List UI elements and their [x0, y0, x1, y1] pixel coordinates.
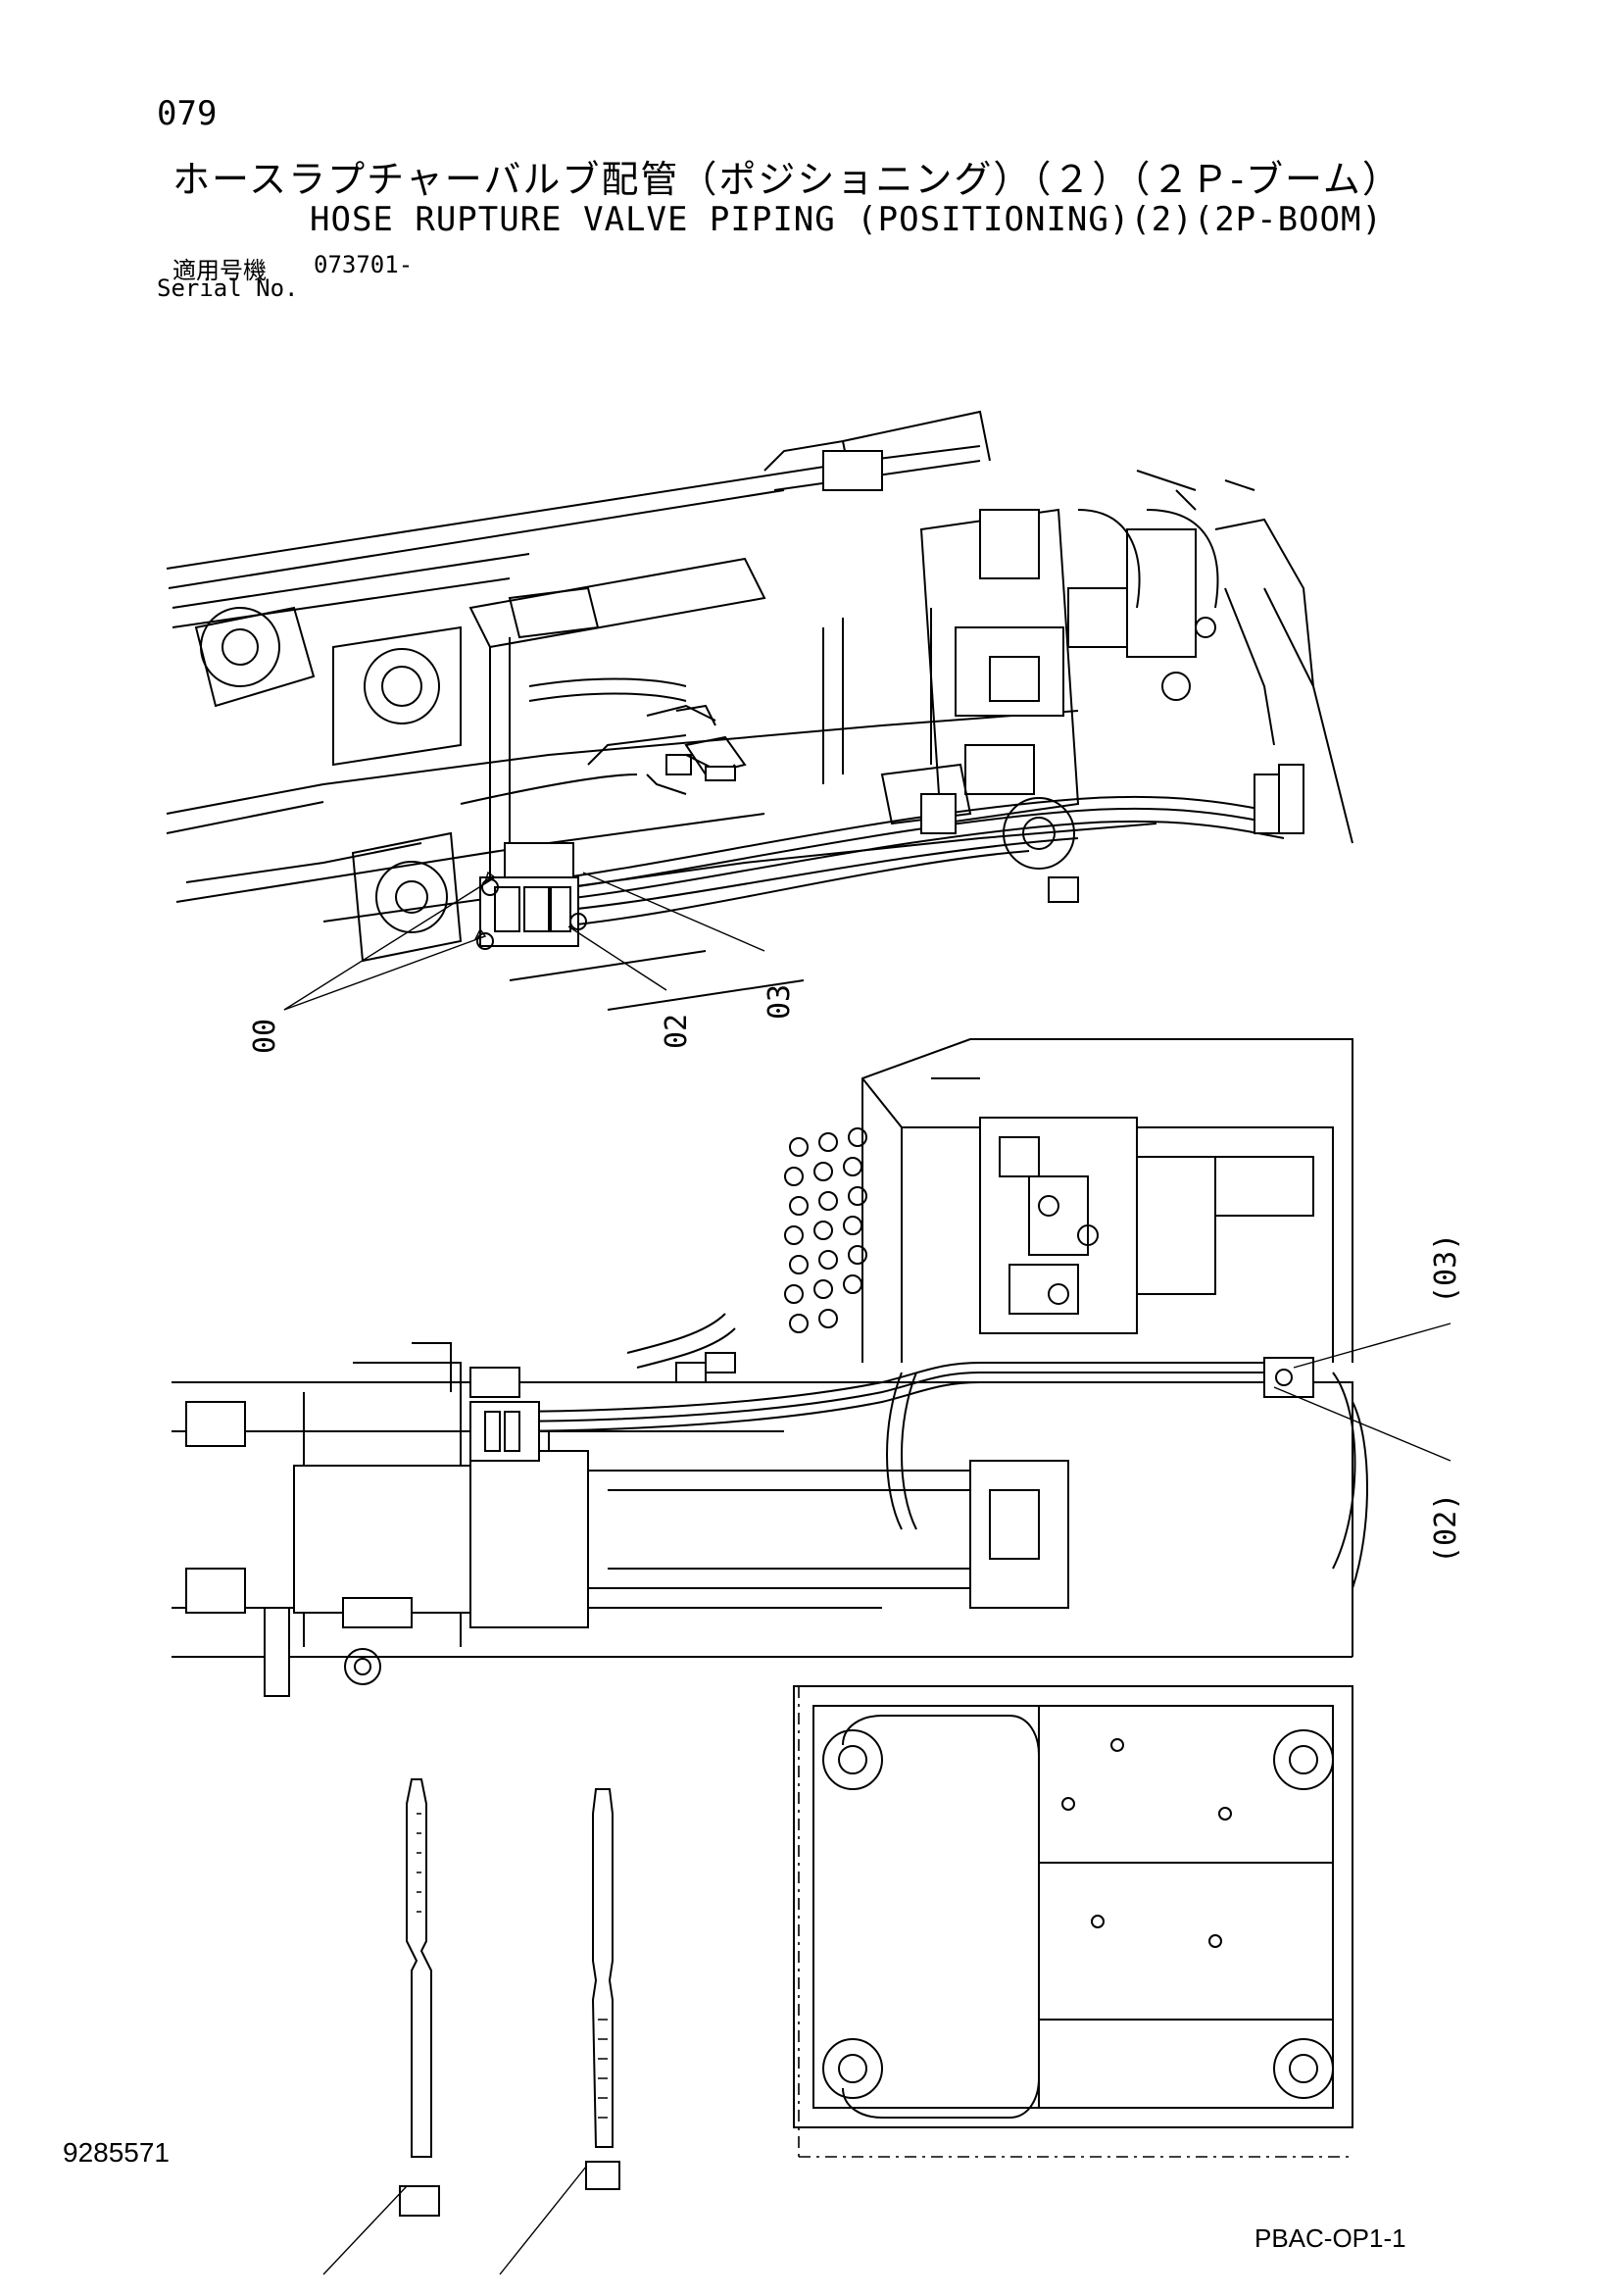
- serial-label-english: Serial No.: [157, 275, 299, 302]
- top-view-drawing: [166, 410, 1353, 1011]
- title-english: HOSE RUPTURE VALVE PIPING (POSITIONING)(…: [310, 200, 1383, 239]
- callout-02: 02: [660, 1014, 694, 1049]
- vent-grid: [784, 1127, 867, 1333]
- callout-00: 00: [248, 1019, 282, 1054]
- title-japanese: ホースラプチャーバルブ配管（ポジショニング）（２）（２Ｐ-ブーム）: [172, 158, 1402, 201]
- page-code: PBAC-OP1-1: [1254, 2223, 1406, 2253]
- clamp-06: [499, 1788, 620, 2275]
- callout-03-ref: (03): [1429, 1233, 1463, 1304]
- document-number: 9285571: [63, 2137, 171, 2168]
- callout-02-ref: (02): [1429, 1493, 1463, 1564]
- callout-03: 03: [762, 984, 797, 1020]
- serial-label-japanese: 適用号機: [172, 257, 267, 284]
- page-number: 079: [157, 94, 218, 133]
- clamp-05: [322, 1778, 440, 2275]
- bottom-view-drawing: [172, 1038, 1451, 2158]
- serial-value: 073701-: [314, 251, 414, 278]
